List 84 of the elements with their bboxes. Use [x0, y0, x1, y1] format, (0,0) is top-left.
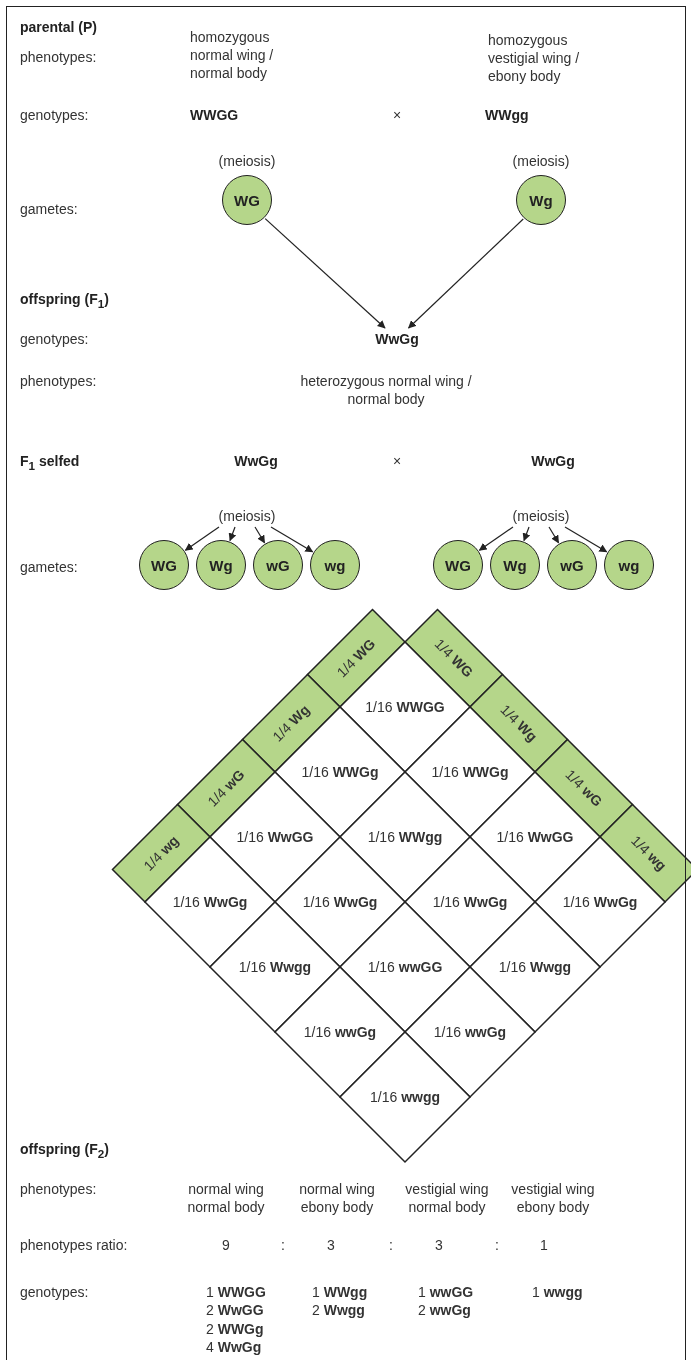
section-heading: offspring (F$_{1}$) — [20, 290, 109, 312]
phenotype-text: normal wing normal body — [186, 1180, 266, 1216]
gamete-circle: wg — [604, 540, 654, 590]
genotype-text: WwGg — [531, 452, 575, 470]
row-label: genotypes: — [20, 330, 89, 348]
ratio-number: 3 — [435, 1236, 443, 1254]
gamete-circle: Wg — [490, 540, 540, 590]
genotype-text: WWgg — [485, 106, 529, 124]
punnett-cell-text: 1/16 WwGg — [562, 893, 638, 911]
genotype-count: 1 wwgg — [532, 1283, 583, 1301]
phenotype-text: heterozygous normal wing / normal body — [299, 372, 473, 408]
punnett-cell-text: 1/16 Wwgg — [238, 958, 312, 976]
process-text: (meiosis) — [218, 152, 276, 170]
phenotype-text: vestigial wing normal body — [404, 1180, 490, 1216]
punnett-cell-text: 1/16 WWGg — [431, 763, 509, 781]
cross-sign: × — [392, 106, 402, 124]
punnett-cell-text: 1/16 WwGg — [172, 893, 248, 911]
gamete-circle: wg — [310, 540, 360, 590]
punnett-cell-text: 1/16 wwgg — [370, 1088, 440, 1106]
punnett-cell-text: 1/16 Wwgg — [498, 958, 572, 976]
arrow — [270, 526, 314, 553]
gamete-circle: WG — [433, 540, 483, 590]
ratio-separator: : — [281, 1236, 285, 1254]
gamete-circle: wG — [253, 540, 303, 590]
genotype-count: 2 Wwgg — [312, 1301, 365, 1319]
phenotype-text: normal wing ebony body — [298, 1180, 376, 1216]
row-label: gametes: — [20, 200, 78, 218]
process-text: (meiosis) — [218, 507, 276, 525]
genotype-count: 1 WWGG — [206, 1283, 266, 1301]
process-text: (meiosis) — [512, 507, 570, 525]
ratio-number: 1 — [540, 1236, 548, 1254]
arrow — [264, 218, 386, 329]
row-label: genotypes: — [20, 1283, 89, 1301]
genotype-text: WwGg — [234, 452, 278, 470]
gamete-circle: Wg — [516, 175, 566, 225]
punnett-cell-text: 1/16 WWGg — [301, 763, 379, 781]
genotype-count: 2 WWGg — [206, 1320, 264, 1338]
punnett-cell-text: 1/16 WwGG — [496, 828, 574, 846]
arrow — [522, 526, 531, 542]
row-label: phenotypes: — [20, 48, 97, 66]
phenotype-text: homozygous vestigial wing / ebony body — [488, 31, 581, 85]
arrow — [548, 526, 560, 544]
genotype-count: 1 WWgg — [312, 1283, 368, 1301]
punnett-cell-text: 1/16 wwGG — [367, 958, 443, 976]
genotype-text: WWGG — [190, 106, 239, 124]
section-heading: offspring (F$_{2}$) — [20, 1140, 109, 1162]
punnett-cell-text: 1/16 wwGg — [303, 1023, 377, 1041]
arrow — [184, 526, 220, 551]
row-label: genotypes: — [20, 106, 89, 124]
phenotype-text: vestigial wing ebony body — [510, 1180, 596, 1216]
phenotype-text: homozygous normal wing / normal body — [190, 28, 275, 82]
arrow — [254, 526, 266, 544]
punnett-cell-text: 1/16 wwGg — [433, 1023, 507, 1041]
punnett-cell-text: 1/16 WwGg — [302, 893, 378, 911]
cross-sign: × — [392, 452, 402, 470]
ratio-separator: : — [495, 1236, 499, 1254]
punnett-cell-text: 1/16 WwGg — [432, 893, 508, 911]
genotype-text: WwGg — [375, 330, 419, 348]
section-heading: F$_{1}$ selfed — [20, 452, 80, 474]
gamete-circle: Wg — [196, 540, 246, 590]
row-label: gametes: — [20, 558, 78, 576]
gamete-header-text: 1/4 wg — [139, 831, 183, 875]
genotype-count: 4 WwGg — [206, 1338, 262, 1356]
genotype-count: 2 WwGG — [206, 1301, 264, 1319]
arrow — [228, 526, 237, 542]
arrow — [564, 526, 608, 553]
arrow — [478, 526, 514, 551]
punnett-cell-text: 1/16 WwGG — [236, 828, 314, 846]
arrow — [407, 218, 524, 329]
gamete-circle: WG — [139, 540, 189, 590]
genotype-count: 1 wwGG — [418, 1283, 474, 1301]
row-label: phenotypes: — [20, 1180, 97, 1198]
ratio-number: 9 — [222, 1236, 230, 1254]
genotype-count: 2 wwGg — [418, 1301, 471, 1319]
gamete-circle: wG — [547, 540, 597, 590]
process-text: (meiosis) — [512, 152, 570, 170]
section-heading: parental (P) — [20, 18, 97, 36]
punnett-cell-text: 1/16 WWgg — [367, 828, 443, 846]
row-label: phenotypes: — [20, 372, 97, 390]
gamete-circle: WG — [222, 175, 272, 225]
row-label: phenotypes ratio: — [20, 1236, 128, 1254]
punnett-cell-text: 1/16 WWGG — [365, 698, 445, 716]
ratio-number: 3 — [327, 1236, 335, 1254]
ratio-separator: : — [389, 1236, 393, 1254]
